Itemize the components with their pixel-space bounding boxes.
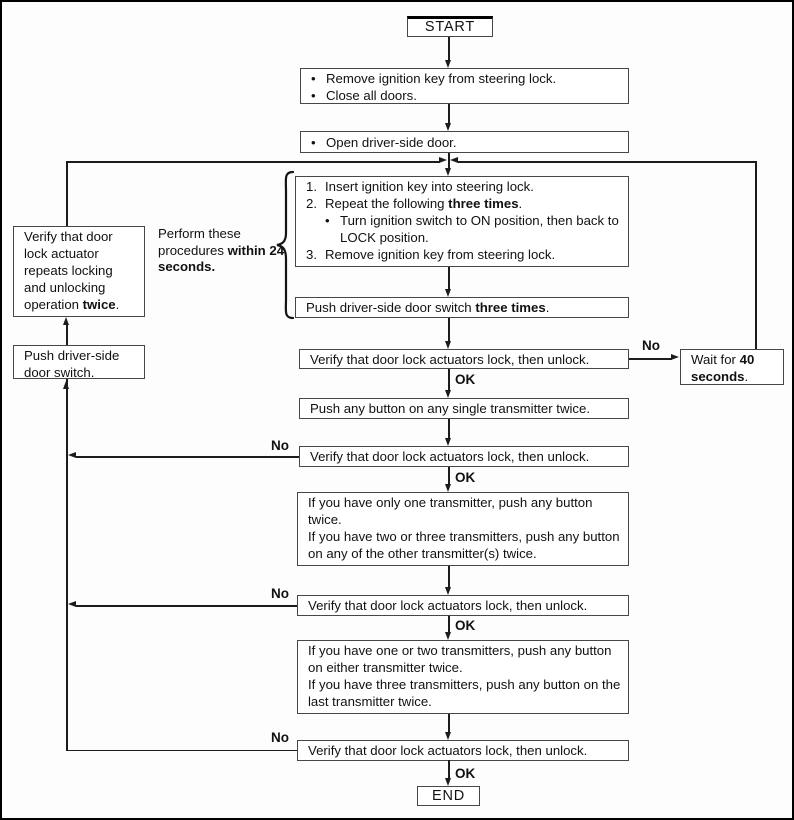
connector-pushswitch-verifyactuator [66,324,68,345]
flow-node-push-switch-three-times: Push driver-side door switch three times… [295,297,629,318]
arrowhead-up-icon [63,381,70,389]
ok-label-3: OK [455,618,476,633]
connector-verify1-pushany [448,369,450,391]
brace-icon [276,170,295,320]
connector-verify1-no-wait [629,358,672,360]
connector-prepare-open [448,104,450,124]
flow-node-verify-4: Verify that door lock actuators lock, th… [297,740,629,761]
flow-node-key-cycle: 1.Insert ignition key into steering lock… [295,176,629,267]
connector-open-merge [448,153,450,169]
arrowhead-down-icon [445,168,452,176]
connector-no-2 [76,605,297,607]
arrowhead-down-icon [445,484,452,492]
arrowhead-down-icon [445,123,452,131]
connector-verify4-end [448,760,450,779]
flow-node-verify-3: Verify that door lock actuators lock, th… [297,595,629,616]
arrowhead-left-icon [68,452,76,459]
flow-node-prepare: •Remove ignition key from steering lock.… [300,68,629,104]
arrowhead-down-icon [445,438,452,446]
arrowhead-left-icon [450,157,458,164]
connector-left-feedback-column [66,379,68,751]
no-label-3: No [271,730,289,745]
connector-merge-keycycle [448,162,450,169]
connector-pushany-verify2 [448,419,450,439]
connector-no-3 [66,749,297,752]
arrowhead-right-icon [671,354,679,361]
arrowhead-down-icon [445,778,452,786]
flow-node-wait-40-seconds: Wait for 40 seconds. [680,349,784,385]
no-label-1: No [271,438,289,453]
flow-node-verify-2: Verify that door lock actuators lock, th… [299,446,629,467]
perform-within-24s-label: Perform these procedures within 24 secon… [158,226,285,274]
arrowhead-down-icon [445,341,452,349]
flow-node-verify-actuator-twice: Verify that door lock actuator repeats l… [13,226,145,317]
flow-node-one-or-two-transmitters: If you have one or two transmitters, pus… [297,640,629,714]
connector-start-prepare [448,37,450,61]
connector-verify2-onetx [448,467,450,485]
flow-node-push-door-switch: Push driver-side door switch. [13,345,145,380]
arrowhead-down-icon [445,289,452,297]
arrowhead-up-icon [63,317,70,325]
connector-pushthree-verify1 [448,318,450,342]
arrowhead-down-icon [445,390,452,398]
arrowhead-down-icon [445,632,452,640]
ok-label-4: OK [455,766,476,781]
flow-node-verify-1: Verify that door lock actuators lock, th… [299,349,629,369]
no-label-2: No [271,586,289,601]
flow-node-start: START [407,16,493,37]
flow-node-push-any-button: Push any button on any single transmitte… [299,398,629,419]
ok-label-2: OK [455,470,476,485]
connector-verify3-onetwo [448,616,450,633]
connector-onetx-verify3 [448,566,450,588]
connector-keycycle-pushthree [448,267,450,290]
flow-node-end: END [417,786,480,806]
arrowhead-left-icon [68,601,76,608]
connector-verifyactuator-up [66,161,68,226]
arrowhead-down-icon [445,60,452,68]
connector-no-1 [76,456,299,458]
ok-label-1: OK [455,372,476,387]
connector-right-feedback-top [458,161,755,163]
arrowhead-right-icon [439,157,447,164]
flow-node-open-driver-door: •Open driver-side door. [300,131,629,153]
arrowhead-down-icon [445,732,452,740]
flow-node-one-transmitter: If you have only one transmitter, push a… [297,492,629,566]
connector-onetwo-verify4 [448,714,450,733]
no-label-wait: No [642,338,660,353]
connector-left-feedback-top [66,161,440,163]
connector-wait-up [755,161,757,349]
arrowhead-down-icon [445,587,452,595]
